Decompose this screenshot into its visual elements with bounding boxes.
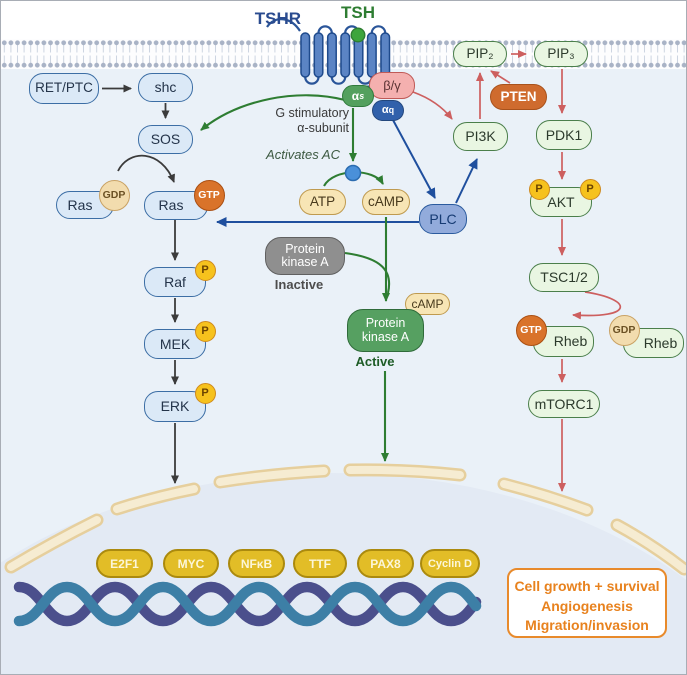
arrow-alphaq-to-plc xyxy=(392,119,436,199)
node-atp: ATP xyxy=(299,189,346,215)
arrow-tsc12-to-rheb xyxy=(572,291,622,320)
receptor-n-terminus xyxy=(266,18,301,32)
node-mtorc1: mTORC1 xyxy=(528,390,600,418)
alpha-s-base: α xyxy=(351,88,360,103)
dna-strand-light xyxy=(13,581,482,627)
arrow-rasgdp-to-rasgtp xyxy=(117,154,175,183)
node-plc: PLC xyxy=(419,204,467,234)
gtp-badge-rheb: GTP xyxy=(515,314,547,346)
gtp-badge: GTP xyxy=(193,179,225,211)
node-tsc12: TSC1/2 xyxy=(529,263,599,292)
tsh-label: TSH xyxy=(341,3,375,22)
gstimulatory-caption-line2: α-subunit xyxy=(297,120,349,135)
arrow-plc-to-pi3k xyxy=(455,158,478,204)
pka-active-line1: Protein xyxy=(365,316,406,331)
tf-pill-pax8: PAX8 xyxy=(357,549,414,578)
node-ret-ptc: RET/PTC xyxy=(29,73,99,104)
phospho-badge-raf: P xyxy=(194,259,216,281)
node-beta-gamma: β/γ xyxy=(369,72,415,99)
red-arrows xyxy=(412,50,622,492)
tshr-label: TSHR xyxy=(254,9,301,28)
pka-active-line2: kinase A xyxy=(361,329,410,344)
pka-inactive-line2: kinase A xyxy=(281,255,329,269)
phospho-badge-akt-left: P xyxy=(528,178,550,200)
outcome-line-3: Migration/invasion xyxy=(525,617,649,634)
transmembrane-helices xyxy=(300,32,391,78)
dna-helix xyxy=(13,581,482,627)
gdp-badge-rheb: GDP xyxy=(608,314,640,346)
tf-pill-nfkb: NFκB xyxy=(228,549,285,578)
node-pi3k: PI3K xyxy=(453,122,508,151)
node-ras-gtp: Ras xyxy=(144,191,208,220)
camp-badge: cAMP xyxy=(405,293,450,315)
black-arrows xyxy=(102,84,179,484)
gstimulatory-caption-line1: G stimulatory xyxy=(275,106,349,120)
node-sos: SOS xyxy=(138,125,193,154)
node-pip2: PIP₂ xyxy=(453,41,507,67)
arrow-pten-to-pip2 xyxy=(490,70,511,84)
node-shc: shc xyxy=(138,73,193,102)
tf-pill-ttf: TTF xyxy=(293,549,347,578)
phospho-badge-mek: P xyxy=(194,320,216,342)
tf-pill-e2f1: E2F1 xyxy=(96,549,153,578)
dna-strand-dark xyxy=(13,581,482,627)
node-camp: cAMP xyxy=(362,189,410,215)
node-pdk1: PDK1 xyxy=(536,120,592,150)
gdp-badge: GDP xyxy=(98,179,130,211)
node-rheb-gtp: Rheb xyxy=(533,326,594,357)
outcome-line-2: Angiogenesis xyxy=(541,597,633,614)
outcome-box: Cell growth + survival Angiogenesis Migr… xyxy=(507,568,667,638)
node-pka-active: Protein kinase A xyxy=(347,309,424,352)
pka-active-state-label: Active xyxy=(355,354,395,369)
alpha-q-sub: q xyxy=(388,105,395,115)
gstimulatory-caption: G stimulatory α-subunit xyxy=(235,106,349,136)
phospho-badge-erk: P xyxy=(194,382,216,404)
adenylyl-cyclase-icon xyxy=(344,164,362,182)
node-pip3: PIP₃ xyxy=(534,41,588,67)
pka-inactive-state-label: Inactive xyxy=(274,277,324,292)
phospho-badge-akt-right: P xyxy=(579,178,601,200)
outcome-line-1: Cell growth + survival xyxy=(514,578,660,594)
tf-pill-cyclin-d: Cyclin D xyxy=(420,549,480,578)
nuclear-envelope xyxy=(4,463,686,576)
activates-ac-label: Activates AC xyxy=(266,147,340,162)
arrow-betagamma-to-pi3k xyxy=(412,91,453,120)
node-pten: PTEN xyxy=(490,84,547,110)
alpha-s-sub: s xyxy=(359,90,365,101)
alpha-q-base: α xyxy=(381,103,389,116)
arrow-alphas-to-sos xyxy=(200,94,346,131)
pka-inactive-line1: Protein xyxy=(285,241,325,256)
tsh-ligand-icon xyxy=(350,27,366,43)
node-pka-inactive: Protein kinase A xyxy=(265,237,345,275)
tf-pill-myc: MYC xyxy=(163,549,219,578)
node-raf: Raf xyxy=(144,267,206,297)
arrow-pka-inactive-to-active xyxy=(344,251,391,294)
